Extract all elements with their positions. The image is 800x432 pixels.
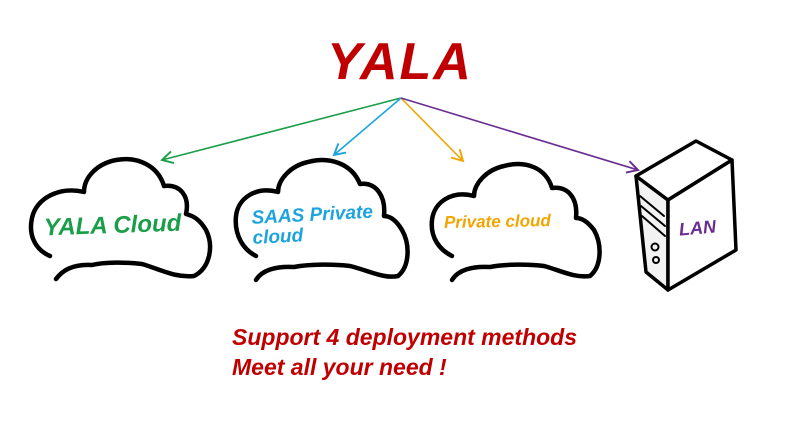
- brand-title: YALA: [327, 33, 473, 91]
- server-tower-icon: [634, 139, 738, 292]
- cloud-icon: [233, 157, 410, 283]
- arrow-to-private-cloud: [400, 97, 465, 163]
- arrow-to-saas-private-cloud: [332, 97, 402, 157]
- tagline-line-2: Meet all your need !: [232, 354, 447, 380]
- cloud-icon: [429, 161, 602, 283]
- cloud-icon: [28, 156, 213, 282]
- deployment-label-private-cloud: Private cloud: [443, 211, 551, 232]
- deployment-label-saas-private-cloud: SAAS Private cloud: [251, 201, 374, 249]
- arrow-to-yala-cloud: [160, 97, 402, 165]
- deployment-label-lan: LAN: [678, 216, 717, 240]
- deployment-label-yala-cloud: YALA Cloud: [43, 209, 182, 242]
- arrow-to-lan: [400, 97, 640, 174]
- tagline-line-1: Support 4 deployment methods: [232, 324, 578, 350]
- tagline: Support 4 deployment methods Meet all yo…: [232, 322, 577, 382]
